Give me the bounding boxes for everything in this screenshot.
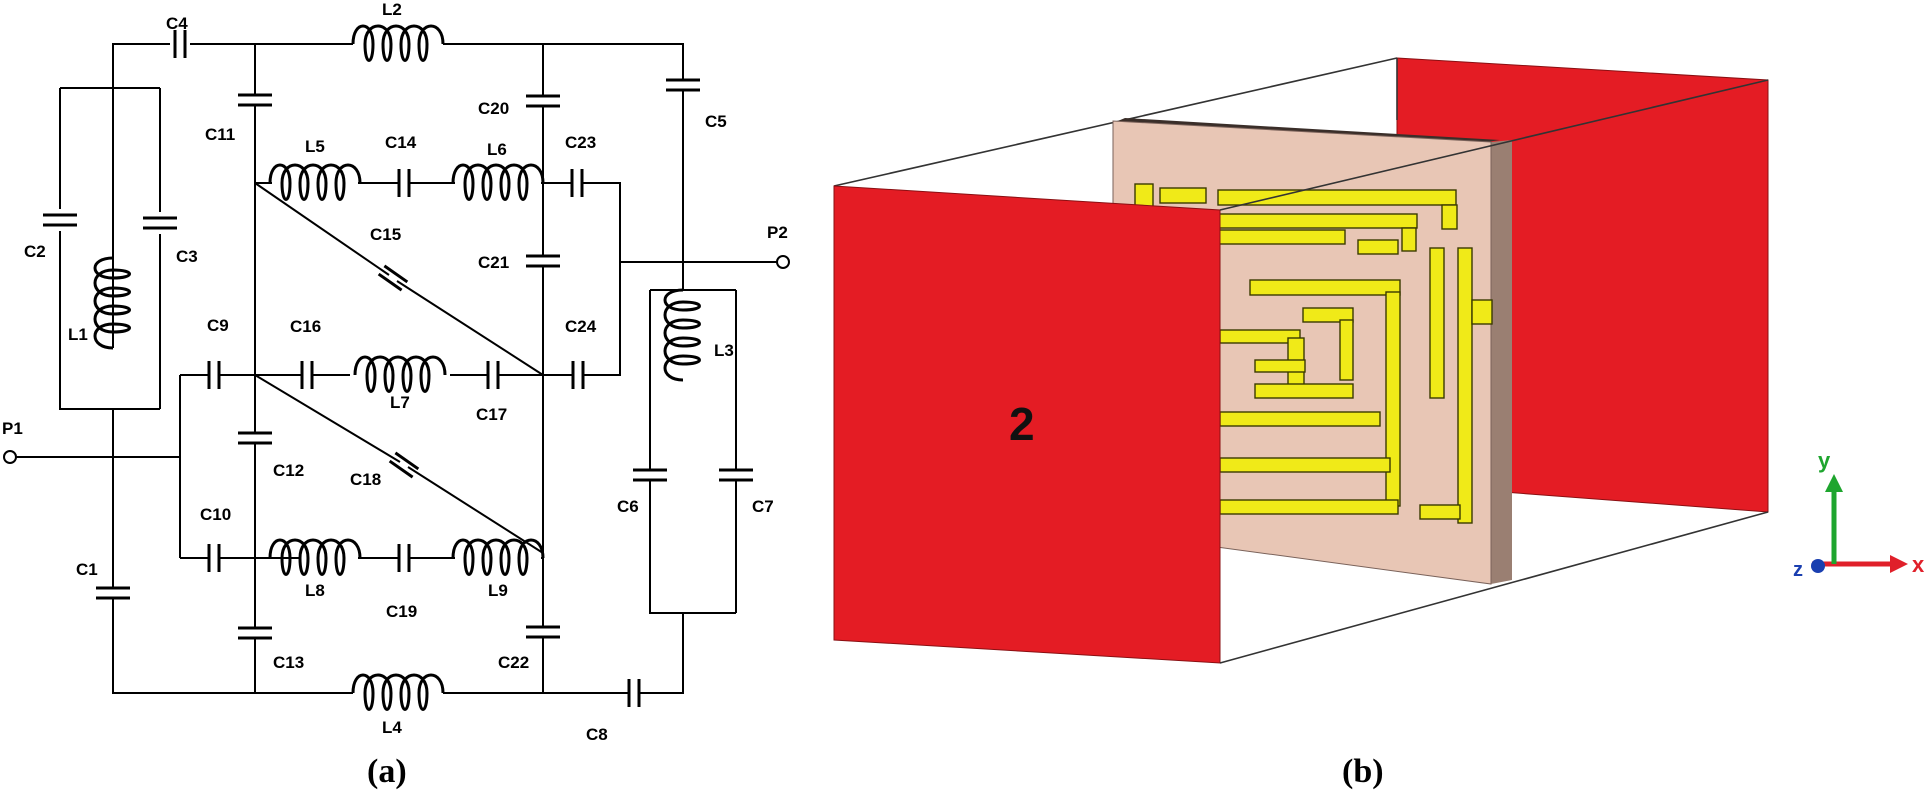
- label-c9: C9: [207, 316, 229, 335]
- y-axis-arrowhead: [1825, 474, 1843, 492]
- label-c5: C5: [705, 112, 727, 131]
- label-c15: C15: [370, 225, 401, 244]
- label-c18: C18: [350, 470, 381, 489]
- capacitor-symbols: [41, 28, 755, 709]
- label-c8: C8: [586, 725, 608, 744]
- label-l5: L5: [305, 137, 325, 156]
- label-c6: C6: [617, 497, 639, 516]
- label-c19: C19: [386, 602, 417, 621]
- x-axis-arrowhead: [1890, 555, 1908, 573]
- label-c21: C21: [478, 253, 509, 272]
- label-l3: L3: [714, 341, 734, 360]
- label-port-p1: P1: [2, 419, 23, 438]
- label-l8: L8: [305, 581, 325, 600]
- label-c13: C13: [273, 653, 304, 672]
- label-c17: C17: [476, 405, 507, 424]
- box-bottom-front-edge: [1219, 511, 1769, 664]
- y-axis-label: y: [1818, 448, 1831, 473]
- label-c14: C14: [385, 133, 417, 152]
- label-c1: C1: [76, 560, 98, 579]
- label-c3: C3: [176, 247, 198, 266]
- z-axis-label: z: [1793, 559, 1803, 581]
- label-c16: C16: [290, 317, 321, 336]
- port-number-label: 2: [1009, 398, 1035, 450]
- x-axis-label: x: [1912, 552, 1925, 577]
- caption-b: (b): [1342, 753, 1384, 790]
- substrate-side: [1491, 140, 1512, 584]
- port-p1-terminal: [3, 450, 17, 464]
- z-axis-dot: [1811, 559, 1825, 573]
- schematic: P1 P2 L1 L2 L3 L4 L5 L6 L7 L8 L9 C1 C2 C…: [2, 0, 790, 790]
- label-l1: L1: [68, 325, 88, 344]
- label-c7: C7: [752, 497, 774, 516]
- label-c22: C22: [498, 653, 529, 672]
- label-c11: C11: [205, 125, 235, 144]
- label-port-p2: P2: [767, 223, 788, 242]
- label-c2: C2: [24, 242, 46, 261]
- label-l6: L6: [487, 140, 507, 159]
- label-c12: C12: [273, 461, 304, 480]
- label-l7: L7: [390, 393, 410, 412]
- label-c24: C24: [565, 317, 597, 336]
- simulation-model: 2 x y z (b): [833, 57, 1925, 790]
- label-c20: C20: [478, 99, 509, 118]
- label-l4: L4: [382, 718, 402, 737]
- box-top-front-edge: [1219, 79, 1769, 211]
- axis-triad: x y z: [1793, 448, 1925, 581]
- label-l9: L9: [488, 581, 508, 600]
- caption-a: (a): [367, 753, 407, 790]
- label-c10: C10: [200, 505, 231, 524]
- label-c4: C4: [166, 14, 188, 33]
- label-c23: C23: [565, 133, 596, 152]
- port-p2-terminal: [776, 255, 790, 269]
- label-l2: L2: [382, 0, 402, 19]
- metal-traces: [1134, 183, 1493, 524]
